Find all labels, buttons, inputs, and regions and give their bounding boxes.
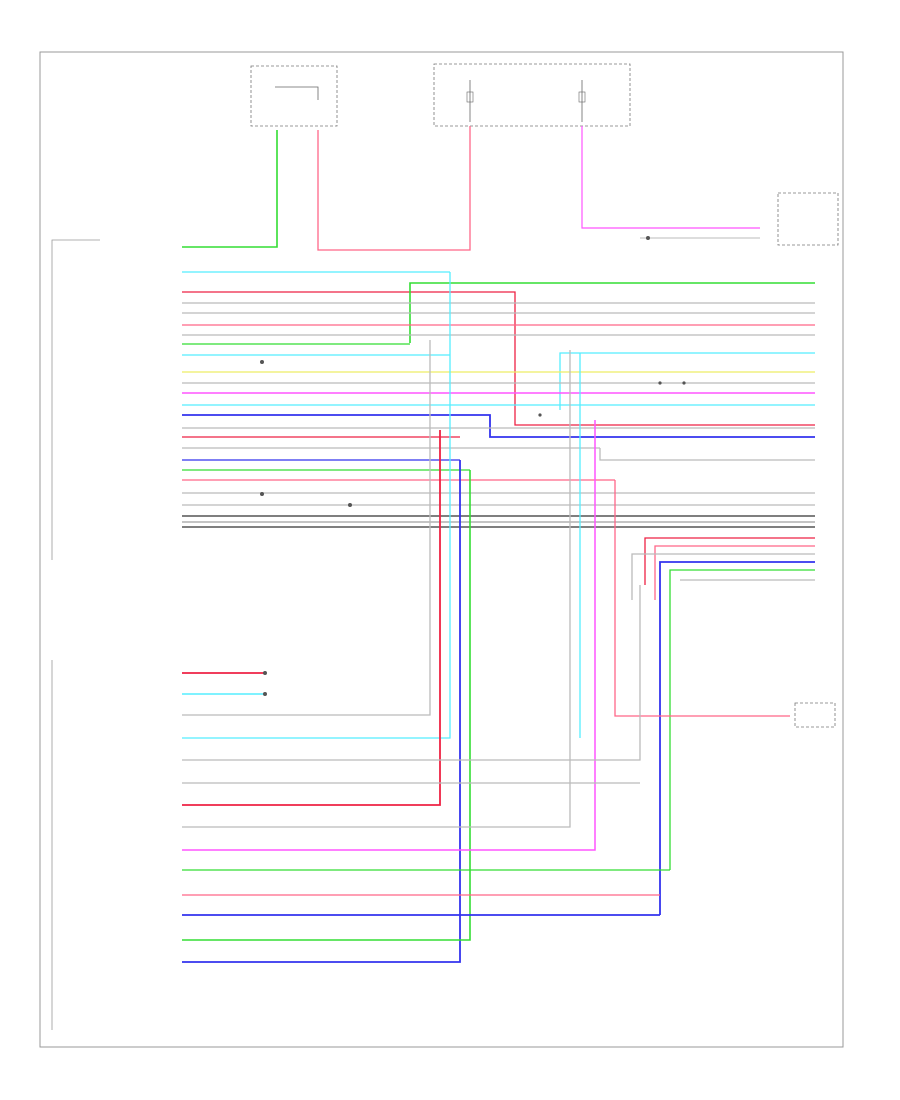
wire-pink-top [317, 126, 471, 251]
brake-switch-box [250, 65, 338, 127]
right-connector-upper [777, 192, 839, 246]
diagram-frame [39, 51, 844, 1048]
bcu-bracket [51, 239, 100, 560]
harness-wires [182, 271, 815, 528]
right-lower-wires [631, 537, 815, 915]
vertical-drops [182, 272, 790, 963]
wire-green-top [182, 130, 278, 248]
wire-magenta-top [581, 126, 760, 229]
fuse-box-left [433, 63, 631, 127]
ground-connector [794, 702, 836, 728]
